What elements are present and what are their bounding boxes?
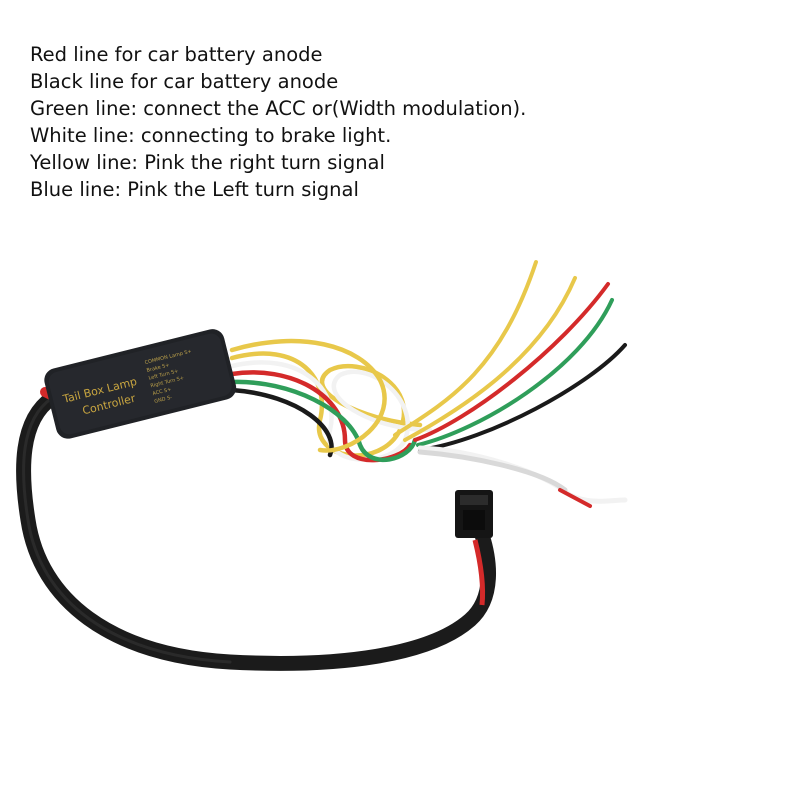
pin-label: Brake S+ (146, 362, 170, 373)
legend-green-line: Green line: connect the ACC or(Width mod… (30, 97, 527, 120)
plug-connector (455, 490, 493, 538)
controller-housing: Tail Box Lamp Controller COMMON Lamp S+ … (44, 329, 237, 439)
wire-legend: Red line for car battery anode Black lin… (30, 41, 526, 203)
legend-white-line: White line: connecting to brake light. (30, 124, 392, 147)
pin-label: GND S- (154, 395, 173, 405)
legend-black-line: Black line for car battery anode (30, 70, 339, 93)
legend-blue-line: Blue line: Pink the Left turn signal (30, 178, 359, 201)
legend-yellow-line: Yellow line: Pink the right turn signal (30, 151, 385, 174)
pin-label: ACC S+ (152, 387, 172, 397)
legend-red-line: Red line for car battery anode (30, 43, 323, 66)
